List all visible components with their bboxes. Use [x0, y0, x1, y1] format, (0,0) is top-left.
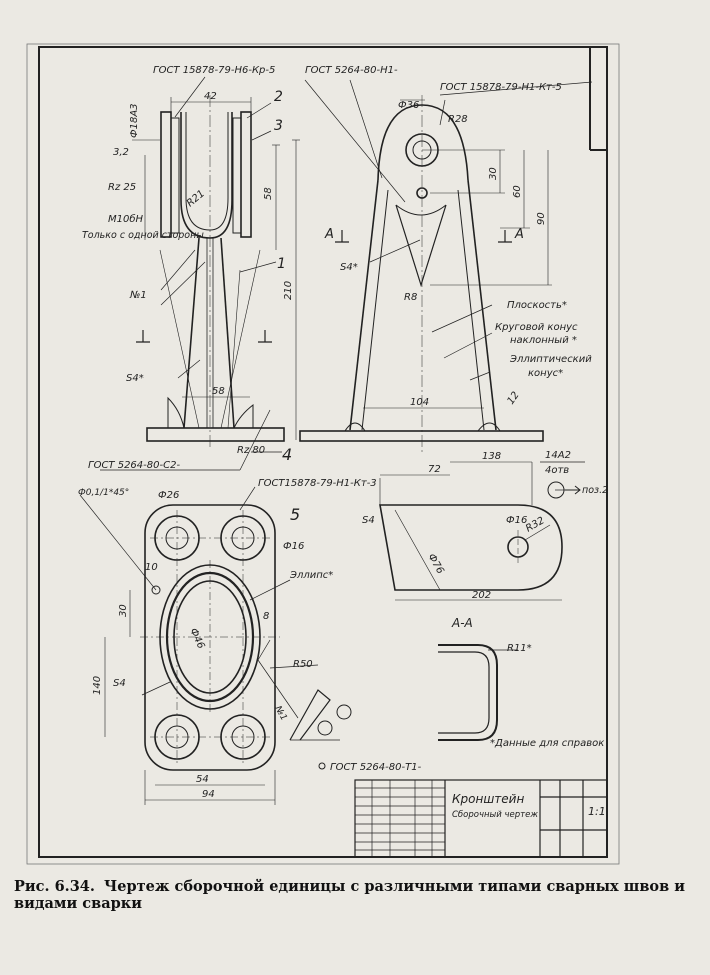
blank-note-14a: 14А2 — [545, 450, 571, 461]
front-dim-58-vertical: 58 — [263, 187, 274, 200]
blank-dim-72: 72 — [428, 464, 441, 475]
figure-number: Рис. 6.34. — [14, 878, 95, 895]
section-view — [438, 644, 518, 741]
side-radius-r8: R8 — [404, 292, 417, 303]
side-label-cone-1: Круговой конус — [495, 322, 578, 333]
front-dim-58-horizontal: 58 — [212, 386, 225, 397]
drawing-frame — [26, 43, 620, 865]
blank-dim-phi76: Ф76 — [425, 552, 445, 576]
side-dim-12: 12 — [505, 390, 521, 407]
blank-radius-r32: R32 — [524, 515, 547, 534]
front-radius-r21: R21 — [185, 188, 207, 209]
title-block-scale: 1:1 — [588, 805, 606, 818]
title-block-subtitle: Сборочный чертеж — [452, 810, 538, 820]
title-block — [354, 779, 608, 858]
side-weld-symbol-top: ГОСТ 5264-80-Н1- — [305, 65, 398, 76]
side-view-labels: ГОСТ 5264-80-Н1- ГОСТ 15878-79-Н1-Кт-5 Ф… — [305, 65, 592, 408]
front-dim-phi18: Ф18А3 — [129, 103, 140, 138]
side-dim-60: 60 — [512, 185, 523, 198]
plan-dim-140: 140 — [92, 676, 103, 695]
side-dim-104: 104 — [410, 397, 429, 408]
side-weld-symbol-right: ГОСТ 15878-79-Н1-Кт-5 — [440, 82, 562, 93]
side-label-cone-2: наклонный * — [510, 335, 577, 346]
side-dim-30: 30 — [488, 167, 499, 180]
plan-dim-94: 94 — [202, 789, 215, 800]
front-roughness-rz25: Rz 25 — [108, 182, 136, 193]
blank-view-labels: 72 138 14А2 4отв поз.2 S4 Ф16 R32 Ф76 20… — [362, 450, 608, 601]
side-label-elliptic-2: конус* — [528, 368, 563, 379]
figure-caption: Рис. 6.34. Чертеж сборочной единицы с ра… — [14, 878, 694, 912]
section-view-labels: А-А R11* *Данные для справок — [451, 616, 604, 749]
section-radius: R11* — [507, 643, 532, 654]
blank-thickness: S4 — [362, 515, 375, 526]
side-label-elliptic-1: Эллиптический — [509, 354, 592, 365]
side-section-mark-right: А — [514, 227, 524, 242]
front-callout-1: 1 — [277, 256, 286, 272]
front-roughness-3-2: 3,2 — [113, 147, 129, 158]
front-note-one-side: Только с одной стороны — [82, 230, 204, 241]
title-block-name: Кронштейн — [452, 792, 524, 806]
front-dim-42: 42 — [204, 91, 217, 102]
plan-weld-symbol-top: ГОСТ15878-79-Н1-Кт-3 — [258, 478, 377, 489]
front-view-labels: ГОСТ 15878-79-Н6-Кр-5 42 2 3 1 4 Ф18А3 3… — [82, 65, 294, 471]
front-weld-n1: №1 — [129, 290, 147, 301]
plan-dim-30: 30 — [118, 604, 129, 617]
front-callout-3: 3 — [274, 118, 283, 134]
blank-pos-label: поз.2 — [582, 485, 608, 496]
blank-note-4: 4отв — [545, 465, 569, 476]
blank-view — [379, 461, 585, 601]
blank-dim-202: 202 — [472, 590, 491, 601]
title-block-labels: Кронштейн Сборочный чертеж 1:1 — [452, 792, 606, 820]
front-callout-4: 4 — [282, 445, 292, 464]
plan-thickness: S4 — [113, 678, 126, 689]
front-note-one-side-text: Только с одной стороны — [82, 230, 204, 241]
side-view — [299, 79, 593, 455]
front-thread: М10бН — [108, 213, 144, 225]
plan-dim-phi46: Ф46 — [187, 627, 206, 651]
front-callout-2: 2 — [274, 89, 283, 105]
side-thickness: S4* — [340, 262, 358, 273]
plan-dim-54: 54 — [196, 774, 209, 785]
front-roughness-rz80: Rz 80 — [237, 445, 265, 456]
front-weld-symbol-bottom: ГОСТ 5264-80-С2- — [88, 460, 180, 471]
blank-dim-138: 138 — [482, 451, 501, 462]
side-dim-phi36: Ф36 — [398, 100, 419, 111]
plan-dim-phi26: Ф26 — [158, 490, 179, 501]
side-section-mark-left: А — [324, 227, 334, 242]
front-weld-symbol-top: ГОСТ 15878-79-Н6-Кр-5 — [153, 65, 275, 76]
plan-radius-r50: R50 — [293, 659, 313, 670]
plan-label-ellipse: Эллипс* — [289, 570, 333, 581]
front-thickness: S4* — [126, 373, 144, 384]
section-note: *Данные для справок — [490, 738, 604, 749]
section-title: А-А — [451, 616, 473, 630]
side-label-plane: Плоскость* — [507, 300, 567, 311]
plan-callout-5: 5 — [290, 505, 300, 524]
plan-chamfer: Ф0,1/1*45° — [78, 488, 129, 498]
plan-dim-8: 8 — [263, 611, 269, 622]
side-radius-r28: R28 — [448, 114, 468, 125]
figure-caption-text: Чертеж сборочной единицы с различными ти… — [14, 878, 685, 912]
plan-dim-phi16: Ф16 — [283, 541, 304, 552]
front-dim-210: 210 — [283, 281, 294, 300]
side-dim-90: 90 — [536, 212, 547, 225]
plan-view — [79, 486, 352, 805]
plan-dim-10: 10 — [145, 562, 158, 573]
blank-dim-phi16: Ф16 — [506, 515, 527, 526]
plan-view-labels: ГОСТ15878-79-Н1-Кт-3 5 Ф0,1/1*45° Ф26 Ф1… — [78, 478, 422, 800]
front-view — [100, 76, 300, 471]
plan-weld-symbol-bottom: ГОСТ 5264-80-Т1- — [330, 762, 422, 773]
